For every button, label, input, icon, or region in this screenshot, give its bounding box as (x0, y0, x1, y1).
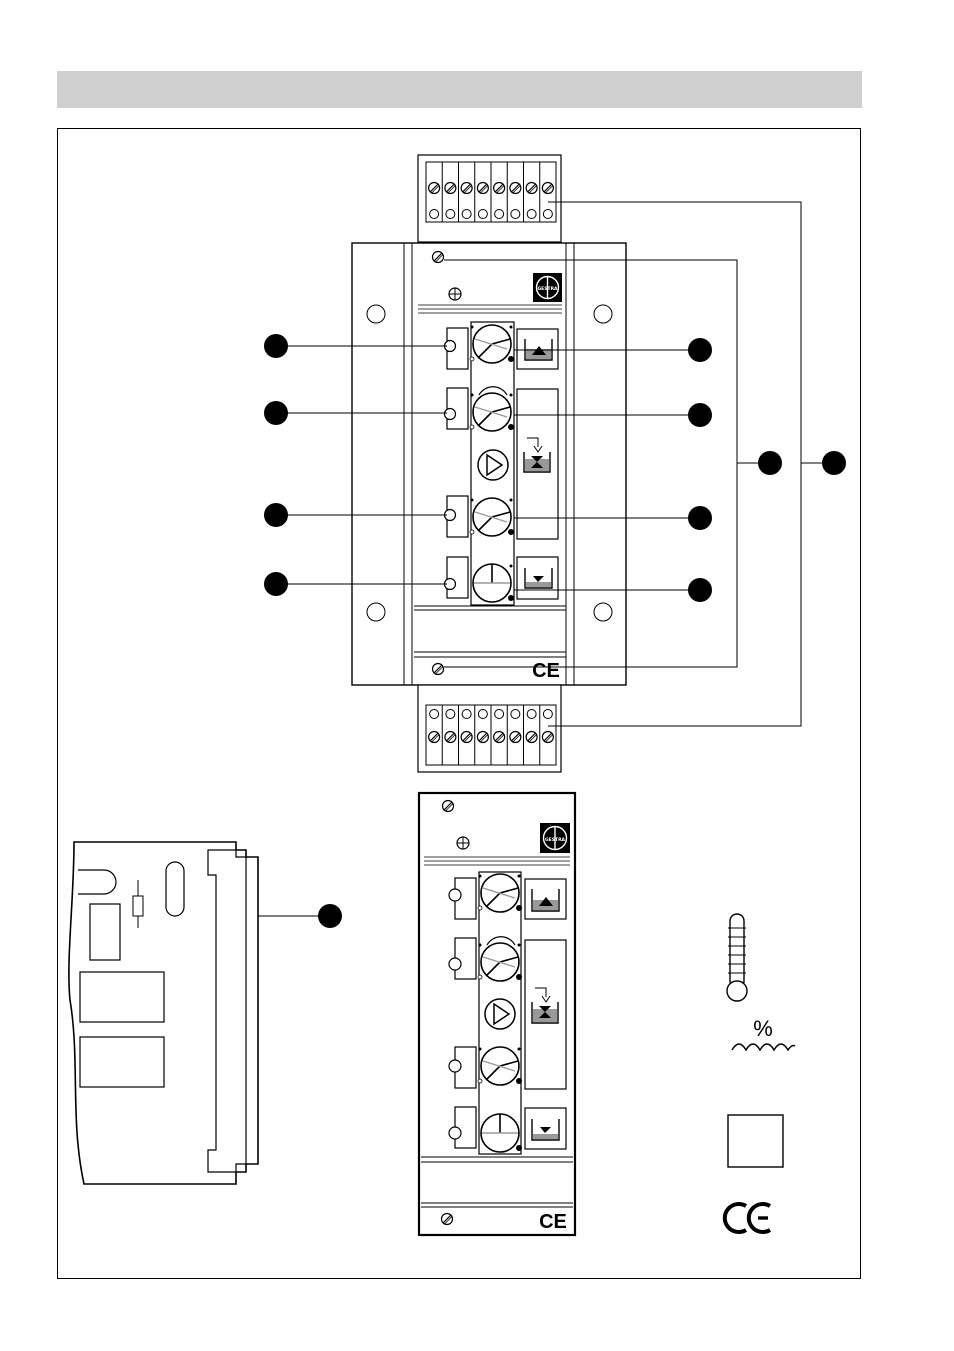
adjust-screw-icon (456, 836, 470, 850)
ce-mark-icon (722, 1202, 772, 1234)
tank-level-icon (524, 939, 567, 1090)
switch-2[interactable] (443, 387, 469, 430)
ce-mark-icon: CE (532, 660, 560, 682)
terminal-screw-icon[interactable] (493, 730, 506, 744)
switch-1[interactable] (443, 327, 469, 370)
terminal-screw-icon[interactable] (476, 181, 489, 195)
terminal-screw-icon[interactable] (493, 181, 506, 195)
tank-level-icon (524, 878, 567, 920)
callout-bullet (688, 338, 712, 362)
rotate-arrow-icon (486, 936, 516, 946)
header-band (57, 71, 862, 108)
adjust-screw-icon (448, 287, 462, 301)
terminal-screw-icon[interactable] (444, 181, 457, 195)
terminal-screw-icon[interactable] (525, 730, 538, 744)
tank-level-icon (524, 1107, 567, 1150)
gestra-logo-icon: GESTRA (533, 273, 562, 302)
terminal-screw-icon[interactable] (476, 730, 489, 744)
callout-bullet (688, 578, 712, 602)
screw-icon (440, 1212, 454, 1226)
switch-1[interactable] (448, 877, 477, 920)
pump-icon (484, 998, 516, 1030)
terminal-screw-icon[interactable] (525, 181, 538, 195)
callout-bullet (822, 451, 846, 475)
logo-text: GESTRA (537, 286, 558, 292)
svg-text:%: % (753, 1016, 773, 1041)
circuit-board-side-view (68, 841, 259, 1185)
terminal-hole-icon (461, 209, 472, 219)
terminal-screw-icon[interactable] (460, 181, 473, 195)
svg-text:CE: CE (532, 660, 560, 682)
terminal-hole-icon (445, 709, 456, 719)
switch-4[interactable] (443, 556, 469, 599)
svg-text:CE: CE (539, 1211, 567, 1233)
humidity-icon: % (731, 1016, 796, 1052)
terminal-hole-icon (542, 209, 553, 219)
screw-icon (431, 250, 445, 264)
terminal-hole-icon (526, 709, 537, 719)
terminal-screw-icon[interactable] (444, 730, 457, 744)
terminal-hole-icon (477, 209, 488, 219)
terminal-hole-icon (445, 209, 456, 219)
thermometer-icon (726, 913, 748, 1002)
terminal-hole-icon (429, 209, 440, 219)
switch-2[interactable] (448, 937, 477, 980)
terminal-screw-icon[interactable] (428, 181, 441, 195)
pump-icon (477, 449, 509, 481)
tank-level-icon (516, 556, 559, 600)
callouts (237, 201, 834, 917)
terminal-screw-icon[interactable] (428, 730, 441, 744)
screw-icon (441, 799, 455, 813)
terminal-screw-icon[interactable] (541, 181, 554, 195)
logo-text: GESTRA (545, 837, 566, 843)
callout-bullet (264, 503, 288, 527)
bottom-terminal-block (417, 684, 562, 773)
tank-level-icon (516, 328, 559, 370)
blank-symbol-box (727, 1114, 784, 1168)
switch-3[interactable] (448, 1046, 477, 1089)
screw-icon (431, 662, 445, 676)
terminal-hole-icon (429, 709, 440, 719)
switch-3[interactable] (443, 495, 469, 538)
callout-bullet (264, 401, 288, 425)
terminal-screw-icon[interactable] (509, 181, 522, 195)
tank-level-icon (516, 388, 559, 540)
callout-bullet (688, 506, 712, 530)
top-terminal-block (417, 154, 562, 243)
callout-bullet (264, 334, 288, 358)
callout-bullet (688, 403, 712, 427)
callout-bullet (318, 904, 342, 928)
terminal-screw-icon[interactable] (541, 730, 554, 744)
potentiometer-icon[interactable] (472, 563, 514, 603)
terminal-hole-icon (477, 709, 488, 719)
terminal-hole-icon (461, 709, 472, 719)
callout-bullet (264, 572, 288, 596)
ce-mark-icon: CE (539, 1211, 567, 1233)
gestra-logo-icon: GESTRA (540, 823, 570, 853)
terminal-hole-icon (494, 709, 505, 719)
rotate-arrow-icon (478, 386, 508, 396)
terminal-hole-icon (510, 709, 521, 719)
terminal-hole-icon (526, 209, 537, 219)
potentiometer-icon[interactable] (480, 1113, 522, 1153)
terminal-hole-icon (494, 209, 505, 219)
terminal-hole-icon (510, 209, 521, 219)
figure-frame (57, 128, 861, 1279)
switch-4[interactable] (448, 1106, 477, 1149)
callout-bullet (758, 451, 782, 475)
terminal-hole-icon (542, 709, 553, 719)
terminal-screw-icon[interactable] (509, 730, 522, 744)
terminal-screw-icon[interactable] (460, 730, 473, 744)
